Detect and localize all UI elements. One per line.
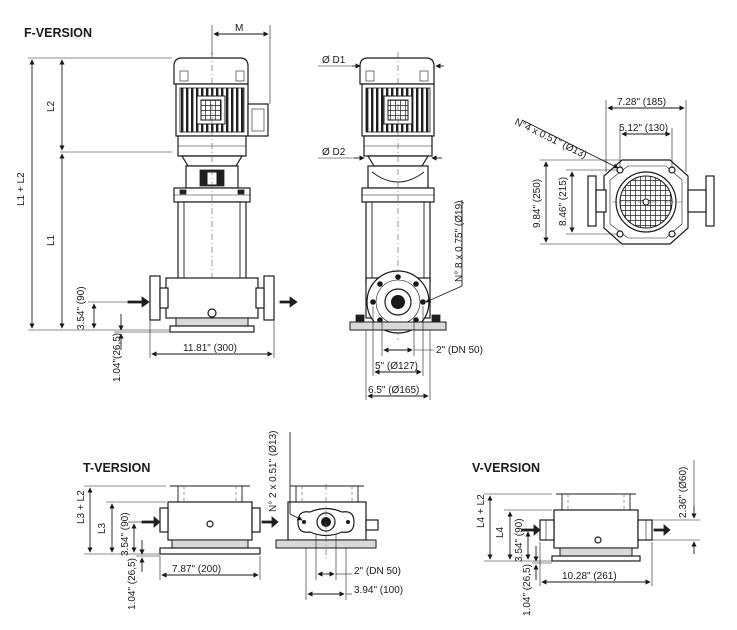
dim-f-base-height: 1.04"(26,5) (112, 333, 123, 382)
dim-m-label: M (235, 23, 243, 34)
t-version-front-view (141, 485, 279, 555)
dim-v-port-to-port: 10.28" (261) (562, 571, 617, 582)
dim-v-base-height: 1.04" (26,5) (522, 564, 533, 616)
dim-top-depth-inner: 8.46" (215) (558, 177, 569, 226)
dim-v-port-dia: 2.36" (Ø60) (678, 467, 689, 518)
f-version-front-view (127, 52, 298, 333)
dim-l4: L4 (495, 526, 506, 538)
dim-v-inlet-height: 3.54" (90) (514, 518, 525, 562)
dim-d2-label: Ø D2 (322, 147, 346, 158)
t-version-side-dimensions: N° 2 x 0.51" (Ø13) 2" (DN 50) 3.94" (100… (268, 431, 403, 600)
dim-l1-l2-label: L1 + L2 (16, 172, 27, 206)
dim-top-holes: N°4 x 0.51" (Ø13) (513, 117, 589, 161)
dim-t-inlet-height: 3.54" (90) (120, 512, 131, 556)
top-view (587, 159, 715, 245)
dim-top-width-inner: 5.12" (130) (619, 123, 668, 134)
dim-f-bolt-circle: 5" (Ø127) (375, 361, 418, 372)
dim-t-flange-width: 3.94" (100) (354, 585, 403, 596)
dim-f-port-to-port: 11.81" (300) (183, 343, 237, 354)
t-version-side-view (275, 484, 379, 560)
v-version-dimensions: L4 + L2 L4 3.54" (90) 1.04" (26,5) 10.28… (476, 460, 700, 616)
title-v-version: V-VERSION (472, 461, 540, 475)
dim-t-port-to-port: 7.87" (200) (172, 564, 221, 575)
title-t-version: T-VERSION (83, 461, 150, 475)
dim-top-width-outer: 7.28" (185) (617, 97, 666, 108)
f-version-side-dimensions: Ø D1 Ø D2 N° 8 x 0.75" (Ø19) 2" (DN 50) … (318, 55, 483, 400)
dim-l4-l2: L4 + L2 (476, 494, 487, 528)
dim-f-flange-bolts: N° 8 x 0.75" (Ø19) (454, 201, 465, 282)
dim-top-depth-outer: 9.84" (250) (532, 179, 543, 228)
dim-l3: L3 (97, 522, 108, 534)
v-version-front-view (521, 493, 671, 562)
t-version-front-dimensions: L3 + L2 L3 3.54" (90) 1.04" (26,5) 7.87"… (76, 485, 261, 610)
dim-l3-l2: L3 + L2 (76, 490, 87, 524)
dim-t-base-height: 1.04" (26,5) (127, 558, 138, 610)
dim-l2-label: L2 (46, 100, 57, 112)
dim-f-flange-size: 2" (DN 50) (436, 345, 483, 356)
dim-t-holes: N° 2 x 0.51" (Ø13) (268, 431, 279, 512)
dim-f-inlet-height: 3.54" (90) (76, 286, 87, 330)
dim-d1-label: Ø D1 (322, 55, 346, 66)
f-version-dimensions: M L2 L1 L1 + L2 3.54" (90) 1.04"(26,5) 1… (16, 23, 275, 382)
dim-l1-label: L1 (46, 234, 57, 246)
f-version-side-view (349, 52, 447, 340)
dim-f-flange-dia: 6.5" (Ø165) (368, 385, 419, 396)
dim-t-flange-size: 2" (DN 50) (354, 566, 401, 577)
title-f-version: F-VERSION (24, 26, 92, 40)
